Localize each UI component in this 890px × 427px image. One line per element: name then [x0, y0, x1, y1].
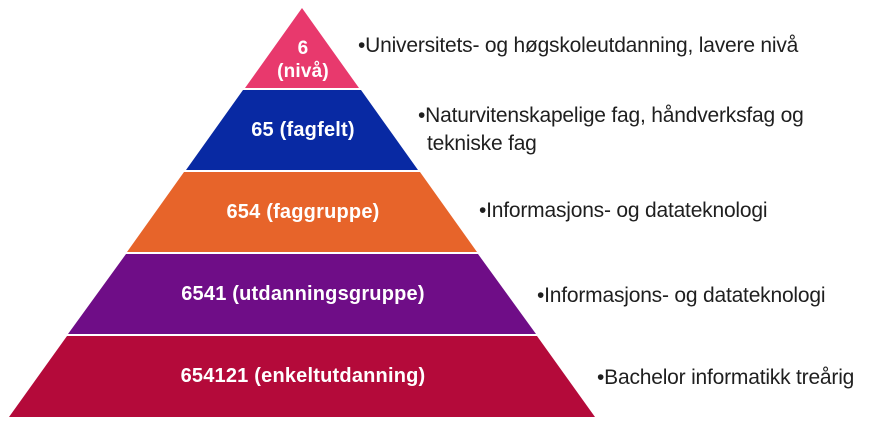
level-fagfelt-code-label: 65 (fagfelt): [251, 118, 355, 141]
pyramid-level-enkeltutdanning: 654121 (enkeltutdanning): [9, 336, 595, 417]
pyramid-level-utdanningsgruppe: 6541 (utdanningsgruppe): [68, 254, 536, 334]
level-faggruppe-description: •Informasjons- og datateknologi: [479, 199, 768, 222]
level-faggruppe-code-label: 654 (faggruppe): [226, 200, 380, 223]
level-utdanningsgruppe-description: •Informasjons- og datateknologi: [537, 284, 826, 307]
nus-code-pyramid: 6 (nivå) 65 (fagfelt) 654 (faggruppe) 65…: [9, 8, 595, 417]
pyramid-level-faggruppe: 654 (faggruppe): [127, 172, 477, 252]
level-enkeltutdanning-description: •Bachelor informatikk treårig: [597, 366, 855, 389]
level-niva-description: •Universitets- og høgskoleutdanning, lav…: [358, 34, 799, 57]
level-enkeltutdanning-code-label: 654121 (enkeltutdanning): [180, 365, 426, 387]
level-niva-code-label: 6 (nivå): [277, 37, 329, 83]
level-fagfelt-description: •Naturvitenskapelige fag, håndverksfag o…: [418, 104, 804, 156]
level-utdanningsgruppe-code-label: 6541 (utdanningsgruppe): [181, 282, 425, 305]
